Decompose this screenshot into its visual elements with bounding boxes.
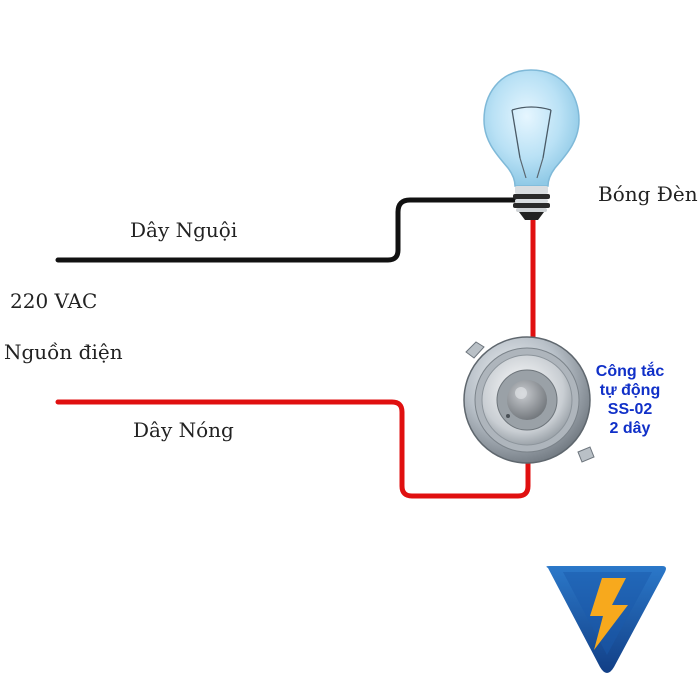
voltage-label: 220 VAC [10, 289, 98, 313]
power-source-label: Nguồn điện [4, 340, 123, 364]
switch-caption-line: 2 dây [609, 420, 651, 437]
motion-sensor-switch-icon [463, 336, 595, 464]
switch-caption: Công tắc tự động SS-02 2 dây [580, 362, 680, 438]
lightning-logo-icon [546, 566, 666, 673]
neutral-wire [55, 197, 518, 263]
switch-caption-line: Công tắc [595, 363, 665, 380]
light-bulb-icon [483, 69, 580, 220]
neutral-wire-label: Dây Nguội [130, 218, 238, 242]
bulb-label: Bóng Đèn [598, 182, 698, 206]
live-wire-label: Dây Nóng [133, 418, 234, 442]
live-wire [55, 399, 531, 499]
switch-caption-line: tự động [599, 382, 661, 399]
switch-caption-line: SS-02 [607, 401, 653, 418]
